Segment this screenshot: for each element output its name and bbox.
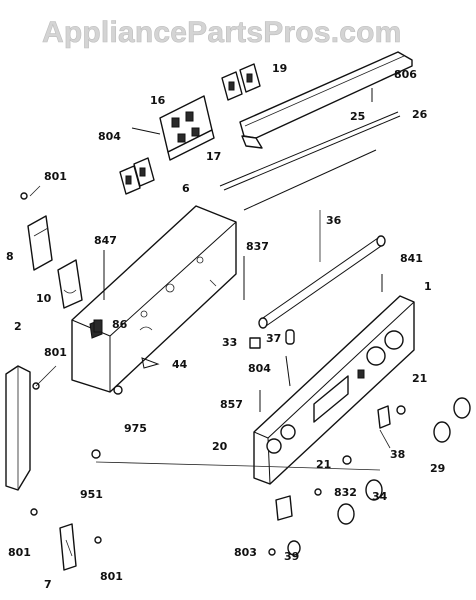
label-951: 951 (80, 488, 103, 501)
part-10-bracket (57, 259, 83, 309)
part-2-side-panel (5, 365, 31, 491)
label-25: 25 (350, 110, 365, 123)
label-19: 19 (272, 62, 287, 75)
label-975: 975 (124, 422, 147, 435)
label-804a: 804 (98, 130, 121, 143)
part-26-rail (219, 111, 401, 211)
label-17: 17 (206, 150, 221, 163)
label-16: 16 (150, 94, 166, 107)
label-837: 837 (246, 240, 269, 253)
label-39: 39 (284, 550, 299, 563)
label-36: 36 (326, 214, 342, 227)
label-804b: 804 (248, 362, 271, 375)
label-37: 37 (266, 332, 281, 345)
label-806: 806 (394, 68, 417, 81)
part-7-bracket (59, 523, 77, 571)
clip-pair-left (119, 157, 155, 195)
part-36-rod (258, 235, 386, 329)
part-19-clips (221, 63, 261, 101)
watermark-text: AppliancePartsPros.com (42, 16, 402, 49)
label-21a: 21 (412, 372, 427, 385)
part-25-top-trim (239, 51, 413, 149)
label-26: 26 (412, 108, 428, 121)
label-841: 841 (400, 252, 423, 265)
label-801d: 801 (100, 570, 123, 583)
label-857: 857 (220, 398, 243, 411)
label-20: 20 (212, 440, 228, 453)
label-21b: 21 (316, 458, 331, 471)
label-803: 803 (234, 546, 257, 559)
part-1-control-panel (253, 295, 415, 485)
label-801a: 801 (44, 170, 67, 183)
part-16-17-switch-bracket (159, 95, 215, 161)
label-86: 86 (112, 318, 128, 331)
label-38: 38 (390, 448, 405, 461)
label-832: 832 (334, 486, 357, 499)
label-1: 1 (424, 280, 432, 293)
label-801b: 801 (44, 346, 67, 359)
knob-set (287, 397, 471, 556)
label-44: 44 (172, 358, 188, 371)
label-29: 29 (430, 462, 445, 475)
label-7: 7 (44, 578, 52, 591)
small-hardware (20, 88, 406, 556)
label-34: 34 (372, 490, 388, 503)
part-8-bracket (27, 215, 53, 271)
part-labels: 1 2 6 7 8 10 16 17 19 20 21 21 25 26 29 … (6, 62, 445, 591)
label-2: 2 (14, 320, 22, 333)
label-801c: 801 (8, 546, 31, 559)
label-10: 10 (36, 292, 52, 305)
label-8: 8 (6, 250, 14, 263)
label-847: 847 (94, 234, 117, 247)
part-6-main-bracket (71, 205, 237, 393)
label-6: 6 (182, 182, 190, 195)
leader-lines (29, 185, 391, 471)
label-33: 33 (222, 336, 237, 349)
